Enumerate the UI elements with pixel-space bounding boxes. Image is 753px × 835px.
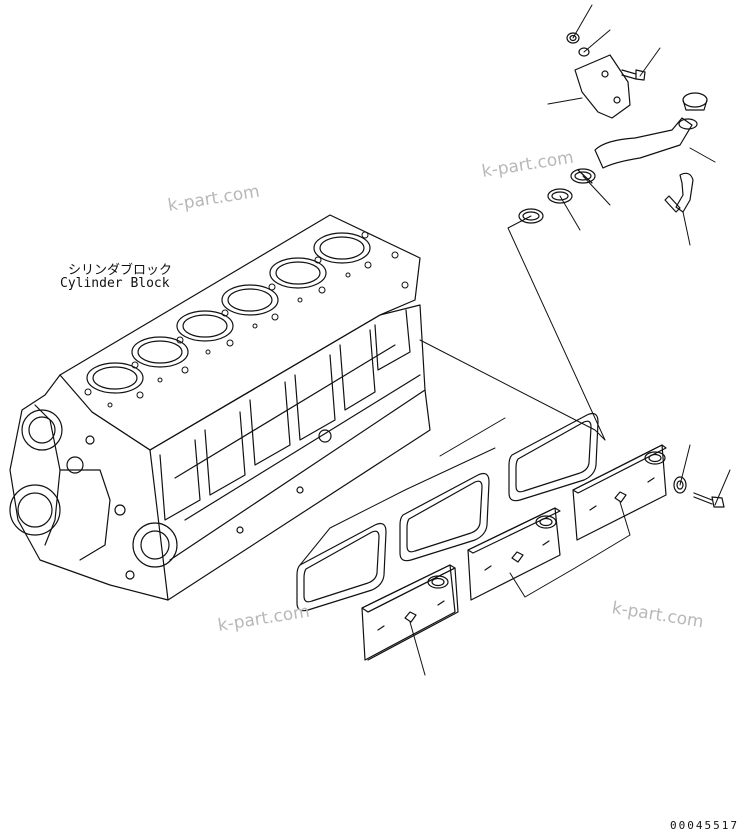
drawing-number: 00045517 bbox=[670, 819, 739, 832]
leader-lines bbox=[299, 4, 731, 676]
cylinder-block-label-jp: シリンダブロック bbox=[68, 263, 173, 278]
cylinder-block-label-en: Cylinder Block bbox=[60, 276, 170, 291]
cover-gaskets bbox=[296, 412, 599, 612]
breather-assembly bbox=[518, 32, 708, 224]
side-covers bbox=[361, 444, 667, 661]
cylinder-block bbox=[9, 214, 431, 601]
